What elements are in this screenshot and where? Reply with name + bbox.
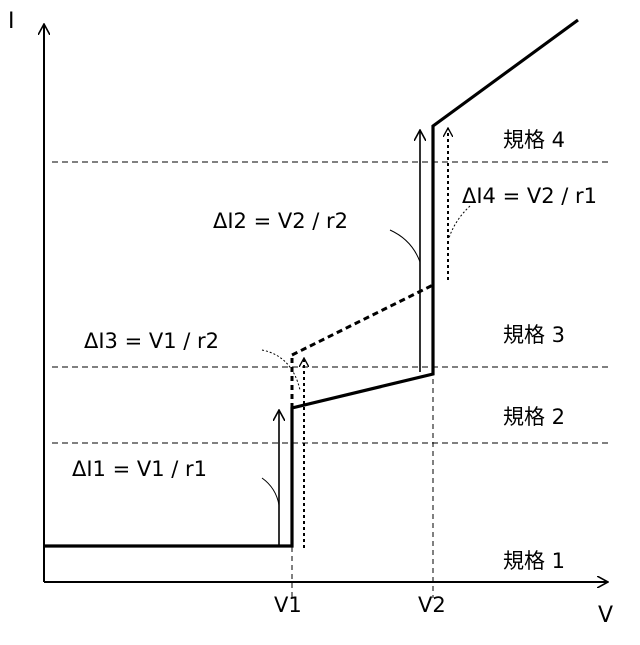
delta-i1-label: ΔI1 = V1 / r1 [72, 457, 207, 481]
delta-i1-leader [262, 478, 279, 505]
x-axis-label: V [598, 603, 613, 628]
alt-curve-dashed [292, 285, 433, 355]
x-tick-v2: V2 [418, 593, 446, 617]
delta-i4-leader [449, 206, 470, 238]
x-tick-v1: V1 [274, 593, 302, 617]
level-2-label: 規格 2 [503, 405, 565, 429]
delta-i3-leader [262, 350, 300, 390]
y-axis-label: I [8, 9, 15, 34]
delta-i2-label: ΔI2 = V2 / r2 [213, 209, 348, 233]
level-1-label: 規格 1 [503, 549, 565, 573]
level-4-label: 規格 4 [503, 128, 565, 152]
level-3-label: 規格 3 [503, 323, 565, 347]
delta-i2-leader [390, 230, 420, 262]
delta-i4-label: ΔI4 = V2 / r1 [462, 184, 597, 208]
delta-i3-label: ΔI3 = V1 / r2 [84, 329, 219, 353]
